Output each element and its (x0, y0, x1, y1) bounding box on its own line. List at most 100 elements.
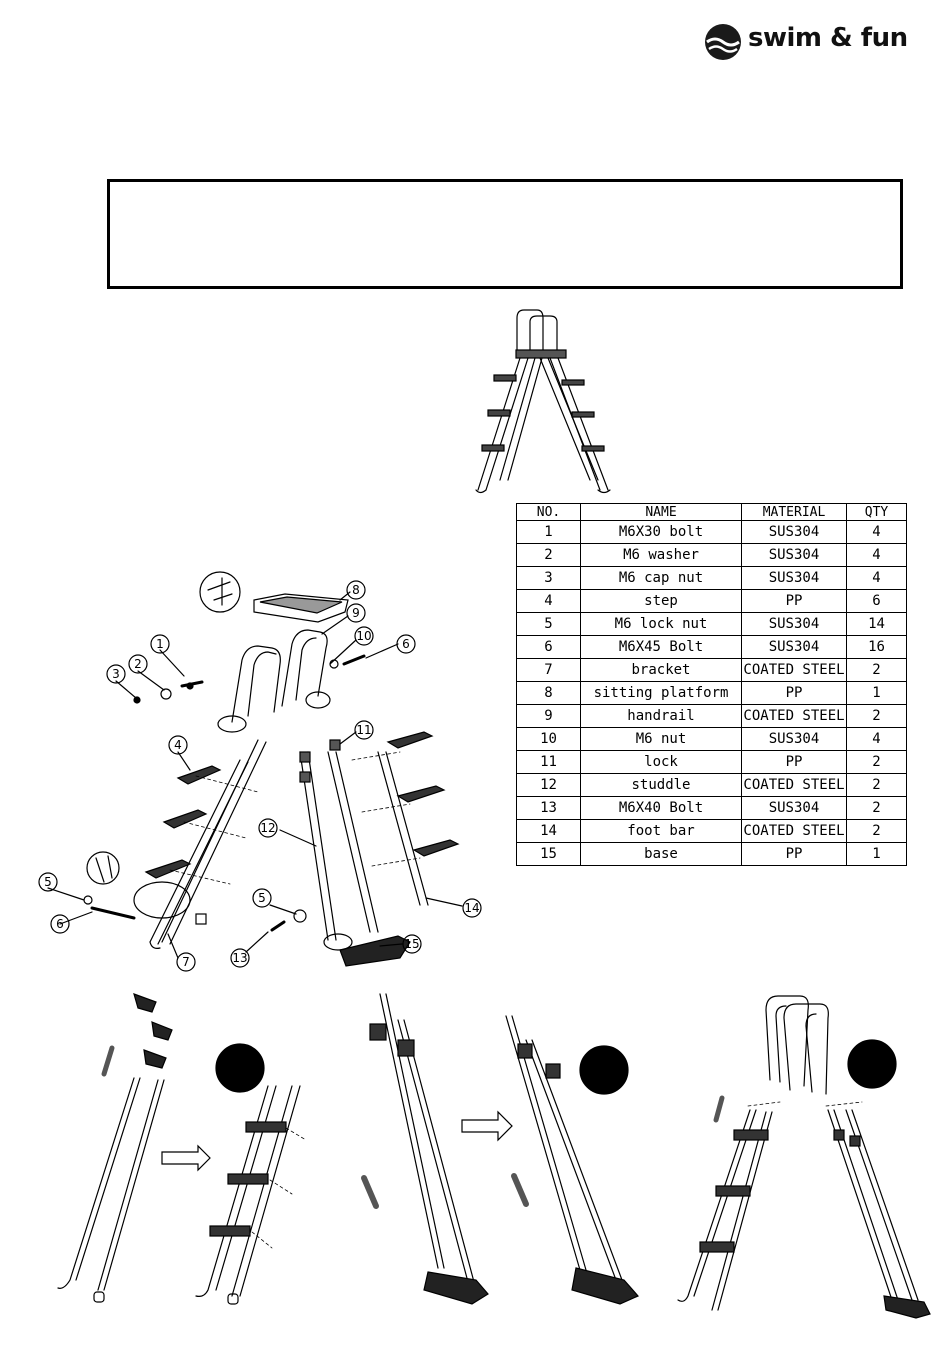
cell-qty: 4 (846, 727, 907, 751)
cell-no: 15 (516, 842, 581, 866)
cell-qty: 1 (846, 842, 907, 866)
cell-material: COATED STEEL (741, 819, 847, 843)
cell-qty: 2 (846, 704, 907, 728)
cell-qty: 4 (846, 543, 907, 567)
cell-qty: 6 (846, 589, 907, 613)
col-header-name: NAME (580, 503, 742, 521)
callout-1: 1 (156, 637, 164, 651)
cell-material: SUS304 (741, 727, 847, 751)
callout-14: 14 (464, 901, 479, 915)
cell-no: 2 (516, 543, 581, 567)
cell-no: 8 (516, 681, 581, 705)
callout-12: 12 (260, 821, 275, 835)
cell-name: studdle (580, 773, 742, 797)
cell-name: foot bar (580, 819, 742, 843)
cell-material: COATED STEEL (741, 704, 847, 728)
callout-5a: 5 (44, 875, 52, 889)
callout-6b: 6 (402, 637, 410, 651)
callout-2: 2 (134, 657, 142, 671)
cell-material: PP (741, 589, 847, 613)
cell-no: 9 (516, 704, 581, 728)
cell-name: sitting platform (580, 681, 742, 705)
callout-8: 8 (352, 583, 360, 597)
table-header-row: NO. NAME MATERIAL QTY (516, 503, 907, 521)
cell-no: 11 (516, 750, 581, 774)
cell-name: M6 washer (580, 543, 742, 567)
cell-qty: 1 (846, 681, 907, 705)
cell-no: 5 (516, 612, 581, 636)
assembled-ladder-icon (475, 309, 611, 494)
callout-3: 3 (112, 667, 120, 681)
cell-name: M6X30 bolt (580, 520, 742, 544)
callout-10: 10 (356, 629, 371, 643)
callout-5b: 5 (258, 891, 266, 905)
cell-qty: 16 (846, 635, 907, 659)
cell-name: handrail (580, 704, 742, 728)
cell-name: base (580, 842, 742, 866)
cell-qty: 4 (846, 520, 907, 544)
cell-no: 13 (516, 796, 581, 820)
cell-material: SUS304 (741, 543, 847, 567)
callout-numbers (38, 580, 482, 972)
cell-name: M6X45 Bolt (580, 635, 742, 659)
callout-7: 7 (182, 955, 190, 969)
cell-qty: 2 (846, 796, 907, 820)
cell-material: SUS304 (741, 635, 847, 659)
cell-no: 3 (516, 566, 581, 590)
cell-name: M6 cap nut (580, 566, 742, 590)
cell-name: bracket (580, 658, 742, 682)
cell-no: 6 (516, 635, 581, 659)
cell-qty: 2 (846, 773, 907, 797)
cell-qty: 2 (846, 819, 907, 843)
callout-11: 11 (356, 723, 371, 737)
cell-no: 14 (516, 819, 581, 843)
cell-material: COATED STEEL (741, 773, 847, 797)
cell-material: COATED STEEL (741, 658, 847, 682)
exploded-view (83, 571, 460, 967)
cell-material: PP (741, 750, 847, 774)
cell-name: step (580, 589, 742, 613)
cell-material: PP (741, 681, 847, 705)
assembly-step-1 (57, 993, 307, 1305)
callout-4: 4 (174, 738, 182, 752)
cell-material: PP (741, 842, 847, 866)
brand-name: swim & fun (748, 23, 908, 53)
cell-name: lock (580, 750, 742, 774)
cell-no: 1 (516, 520, 581, 544)
col-header-material: MATERIAL (741, 503, 847, 521)
cell-material: SUS304 (741, 796, 847, 820)
assembly-step-3 (677, 995, 931, 1319)
cell-material: SUS304 (741, 612, 847, 636)
cell-no: 4 (516, 589, 581, 613)
assembly-step-2 (361, 993, 639, 1305)
cell-material: SUS304 (741, 566, 847, 590)
cell-name: M6 lock nut (580, 612, 742, 636)
cell-no: 12 (516, 773, 581, 797)
swim-logo-icon (705, 24, 741, 60)
callout-6a: 6 (56, 917, 64, 931)
col-header-no: NO. (516, 503, 581, 521)
cell-material: SUS304 (741, 520, 847, 544)
cell-name: M6 nut (580, 727, 742, 751)
callout-9: 9 (352, 606, 360, 620)
cell-qty: 2 (846, 750, 907, 774)
notice-box (107, 179, 903, 289)
cell-no: 7 (516, 658, 581, 682)
cell-qty: 14 (846, 612, 907, 636)
col-header-qty: QTY (846, 503, 907, 521)
